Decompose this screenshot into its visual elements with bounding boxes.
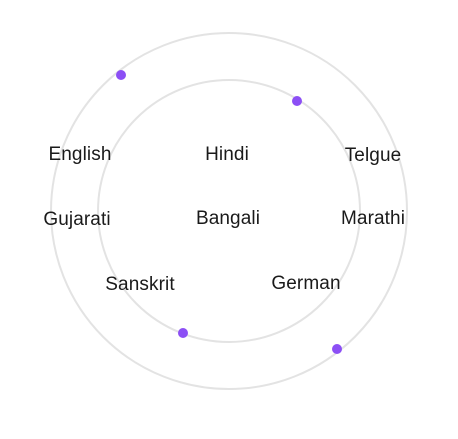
orbit-dot-outer-top-left [116,70,126,80]
orbit-dot-outer-bottom-right [332,344,342,354]
language-gujarati[interactable]: Gujarati [43,209,111,230]
language-german[interactable]: German [271,273,341,294]
language-sanskrit[interactable]: Sanskrit [105,274,175,295]
language-telgue[interactable]: Telgue [344,145,402,166]
language-english[interactable]: English [48,144,112,165]
outer-ring [50,32,408,390]
language-bangali[interactable]: Bangali [195,208,261,229]
orbit-dot-inner-top-right [292,96,302,106]
orbit-dot-inner-bottom-left [178,328,188,338]
language-hindi[interactable]: Hindi [205,144,249,165]
inner-ring [97,79,361,343]
language-marathi[interactable]: Marathi [340,208,406,229]
